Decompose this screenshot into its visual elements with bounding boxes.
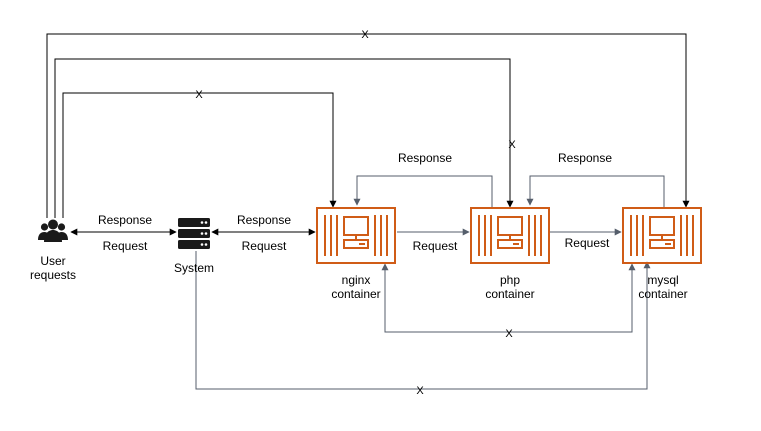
nginx-php-request-label: Request <box>413 239 458 253</box>
nginx-node-label-line2: container <box>331 287 380 301</box>
container-icon <box>470 207 550 264</box>
server-icon <box>178 218 210 249</box>
nginx-mysql-blocked-connector <box>381 263 636 333</box>
mysql-php-response-connector <box>526 175 665 207</box>
system-node-label: System <box>174 261 214 275</box>
user-system-request-label: Request <box>103 239 148 253</box>
mysql-node-label-line1: mysql <box>647 273 678 287</box>
php-nginx-response-label: Response <box>398 151 452 165</box>
user-to-nginx-blocked-mark: X <box>195 89 203 101</box>
php-mysql-request-label: Request <box>565 236 610 250</box>
user-to-php-blocked-connector <box>54 58 514 218</box>
nginx-node-label-line1: nginx <box>342 273 371 287</box>
system-nginx-response-label: Response <box>237 213 291 227</box>
user-to-mysql-blocked-mark: X <box>361 29 369 41</box>
mysql-node-label-line2: container <box>638 287 687 301</box>
php-node-label-line1: php <box>500 273 520 287</box>
system-to-mysql-blocked-mark: X <box>416 385 424 397</box>
php-nginx-response-connector <box>353 175 493 207</box>
users-icon <box>38 219 68 242</box>
user-system-response-label: Response <box>98 213 152 227</box>
mysql-php-response-label: Response <box>558 151 612 165</box>
container-icon <box>316 207 396 264</box>
user-to-nginx-blocked-connector <box>62 92 337 218</box>
user-to-mysql-blocked-connector <box>46 33 690 218</box>
user-node-label-line2: requests <box>30 268 76 282</box>
nginx-mysql-blocked-mark: X <box>505 328 513 340</box>
system-to-mysql-blocked-connector <box>195 251 651 390</box>
container-icon <box>622 207 702 264</box>
system-nginx-request-label: Request <box>242 239 287 253</box>
user-to-php-blocked-mark: X <box>508 139 516 151</box>
php-node-label-line2: container <box>485 287 534 301</box>
user-node-label-line1: User <box>40 254 65 268</box>
